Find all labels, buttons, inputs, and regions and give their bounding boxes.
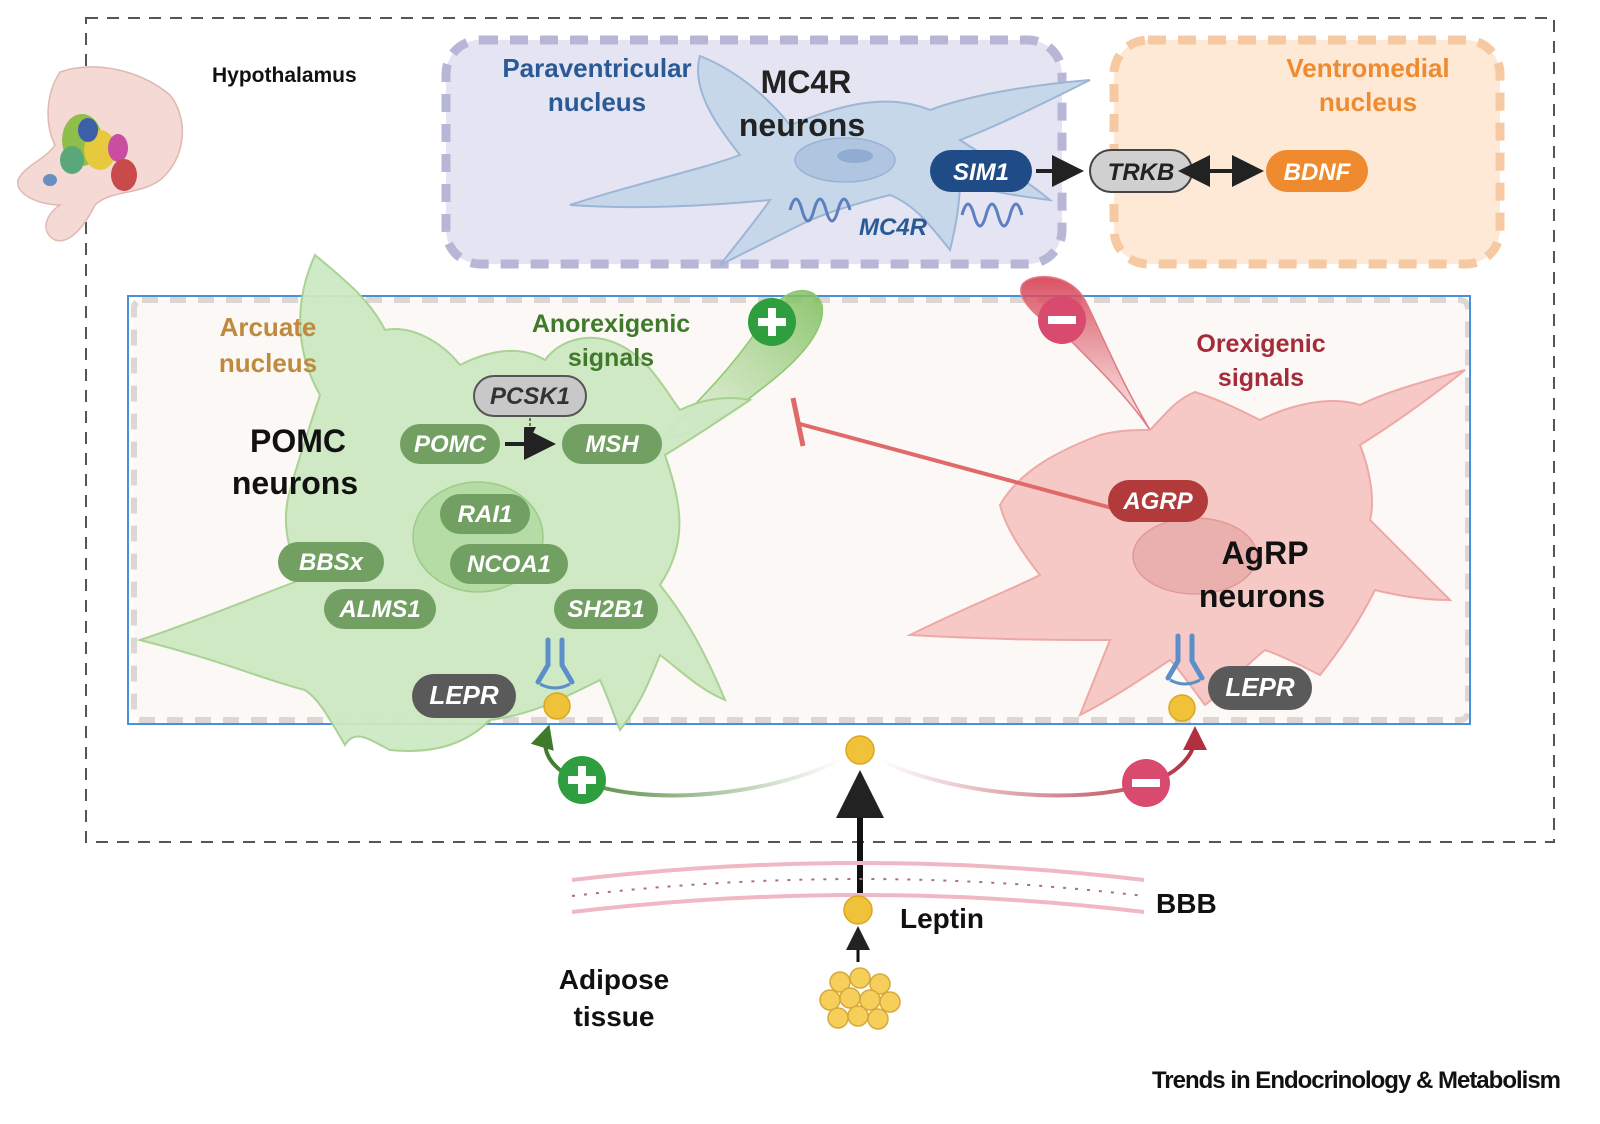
rai1-pill: RAI1 [440,494,530,534]
leptin-bound-left-icon [543,692,571,720]
pcsk1-pill: PCSK1 [473,375,587,417]
arcuate-label-1: Arcuate [220,312,317,342]
ventromedial-label-1: Ventromedial [1286,53,1449,83]
orexigenic-label-2: signals [1218,364,1304,392]
svg-text:RAI1: RAI1 [458,501,513,528]
paraventricular-label-2: nucleus [548,87,646,117]
sim1-pill: SIM1 [930,150,1032,192]
lepr-pill-right: LEPR [1208,666,1312,710]
svg-text:BBSx: BBSx [299,549,365,576]
arcuate-label-2: nucleus [219,348,317,378]
plus-circle-icon-pvn [748,298,796,346]
mc4r-receptor-icon-left [788,197,852,223]
hypothalamus-label: Hypothalamus [212,64,357,87]
ventromedial-label-2: nucleus [1319,87,1417,117]
agrp-neurons-label-2: neurons [1199,578,1325,614]
leptin-bound-right-icon [1168,694,1196,722]
minus-circle-icon-leptin [1122,759,1170,807]
leptin-to-pomc-arc [530,724,841,798]
svg-text:AGRP: AGRP [1122,488,1193,515]
agrp-inhibits-msh-line [799,422,1113,510]
agrp-neurons-label-1: AgRP [1221,535,1308,571]
leptin-molecule-icon [843,895,873,925]
journal-credit: Trends in Endocrinology & Metabolism [1152,1067,1560,1094]
svg-text:LEPR: LEPR [1225,672,1295,702]
msh-pill: MSH [562,424,662,464]
sh2b1-pill: SH2B1 [554,589,658,629]
lepr-receptor-icon-left [535,637,575,690]
mc4r-receptor-icon-right [960,202,1024,228]
mc4r-neurons-label-2: neurons [739,107,865,143]
mc4r-receptor-label: MC4R [859,214,928,241]
hypothalamus-frame [85,17,1555,843]
pomc-neurons-label-2: neurons [232,465,358,501]
svg-text:SIM1: SIM1 [953,159,1009,186]
adipose-label-2: tissue [574,1001,655,1032]
lepr-receptor-icon-right [1165,633,1205,686]
svg-text:ALMS1: ALMS1 [338,596,420,623]
plus-circle-icon-leptin [558,756,606,804]
svg-text:MSH: MSH [585,431,639,458]
trkb-pill: TRKB [1089,149,1193,193]
bbsx-pill: BBSx [278,542,384,582]
svg-text:BDNF: BDNF [1284,159,1352,186]
svg-text:LEPR: LEPR [429,680,499,710]
orexigenic-label-1: Orexigenic [1196,330,1325,358]
svg-text:PCSK1: PCSK1 [490,383,570,410]
paraventricular-label-1: Paraventricular [502,53,691,83]
adipose-cells-icon [819,967,901,1030]
svg-text:POMC: POMC [414,431,487,458]
bdnf-pill: BDNF [1266,150,1368,192]
pomc-neurons-label-1: POMC [250,423,346,459]
anorexigenic-label-1: Anorexigenic [532,310,690,338]
inhibition-bar-icon [790,397,806,447]
pomc-pill: POMC [400,424,500,464]
bbb-label: BBB [1156,888,1217,919]
leptin-label: Leptin [900,903,984,934]
svg-text:NCOA1: NCOA1 [467,551,551,578]
brain-sagittal-icon [17,66,183,242]
leptin-molecule-center-icon [845,735,875,765]
mc4r-neurons-label-1: MC4R [761,64,852,100]
ncoa1-pill: NCOA1 [450,544,568,584]
blood-brain-barrier [571,861,1145,914]
agrp-pill: AGRP [1108,480,1208,522]
adipose-label-1: Adipose [559,964,669,995]
minus-circle-icon-pvn [1038,296,1086,344]
svg-text:SH2B1: SH2B1 [567,596,644,623]
anorexigenic-label-2: signals [568,344,654,372]
lepr-pill-left: LEPR [412,674,516,718]
svg-text:TRKB: TRKB [1108,159,1175,186]
alms1-pill: ALMS1 [324,589,436,629]
